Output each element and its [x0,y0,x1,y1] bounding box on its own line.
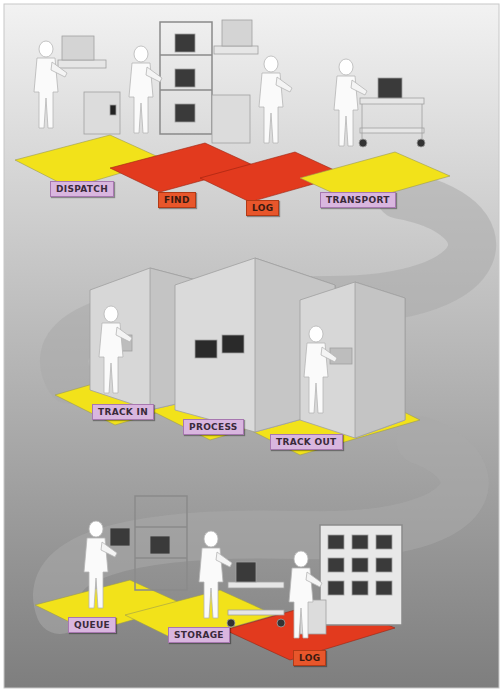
step-label: STORAGE [174,630,224,641]
background-panel [4,4,499,688]
equipment-part [352,581,368,595]
equipment-part [175,104,195,122]
equipment-part [228,610,284,615]
equipment [58,20,425,634]
operators-part [129,46,162,133]
operators-part [304,326,337,413]
equipment-part [359,139,367,147]
step-label: TRACK IN [98,407,148,418]
step-label: TRANSPORT [326,195,390,206]
equipment-part [417,139,425,147]
step-label: DISPATCH [56,184,108,195]
step-tag: TRANSPORT [320,192,396,208]
equipment-part [222,335,244,353]
equipment-part [376,581,392,595]
equipment-part [160,89,212,91]
step-tag: QUEUE [68,617,116,633]
equipment-part [110,105,116,115]
operators-part [289,551,322,638]
equipment-part [360,98,424,104]
step-label: QUEUE [74,620,110,631]
equipment-part [362,104,363,140]
step-label: TRACK OUT [276,437,337,448]
equipment-part [376,535,392,549]
step-tag: STORAGE [168,627,230,643]
equipment-part [84,92,120,134]
step-label: FIND [164,195,190,206]
equipment-part [212,95,250,143]
equipment-part [62,36,94,60]
operators-part [34,41,67,128]
step-tag: PROCESS [183,419,244,435]
equipment-part [135,526,187,528]
equipment-part [135,496,187,590]
step-tag: FIND [158,192,196,208]
equipment-part [328,535,344,549]
equipment-part [360,128,424,133]
equipment-part [222,20,252,46]
equipment-part [214,46,258,54]
step-tag: LOG [293,650,326,666]
equipment-part [228,582,284,588]
equipment-part [422,104,423,140]
operators [34,41,367,638]
equipment-part [195,340,217,358]
step-tag: TRACK OUT [270,434,343,450]
operators-part [259,56,292,143]
equipment-part [352,535,368,549]
equipment-part [328,558,344,572]
operators-part [199,531,232,618]
equipment-part [160,22,212,134]
equipment-part [227,619,235,627]
equipment-part [175,69,195,87]
equipment-part [135,557,187,559]
equipment-part [58,60,106,68]
equipment-part [175,34,195,52]
equipment-part [378,78,402,98]
operators-part [334,59,367,146]
operators-part [99,306,132,393]
equipment-part [320,525,402,625]
step-tag: DISPATCH [50,181,114,197]
equipment-part [236,562,256,582]
equipment-part [110,528,130,546]
equipment-part [277,619,285,627]
equipment-part [355,282,405,438]
step-label: PROCESS [189,422,238,433]
equipment-part [376,558,392,572]
equipment-part [328,581,344,595]
step-label: LOG [252,203,273,214]
equipment-part [150,536,170,554]
equipment-part [160,54,212,56]
step-tag: TRACK IN [92,404,154,420]
equipment-part [352,558,368,572]
step-label: LOG [299,653,320,664]
floor-pads [15,135,450,660]
equipment-part [300,282,405,438]
step-tag: LOG [246,200,279,216]
operators-part [84,521,117,608]
